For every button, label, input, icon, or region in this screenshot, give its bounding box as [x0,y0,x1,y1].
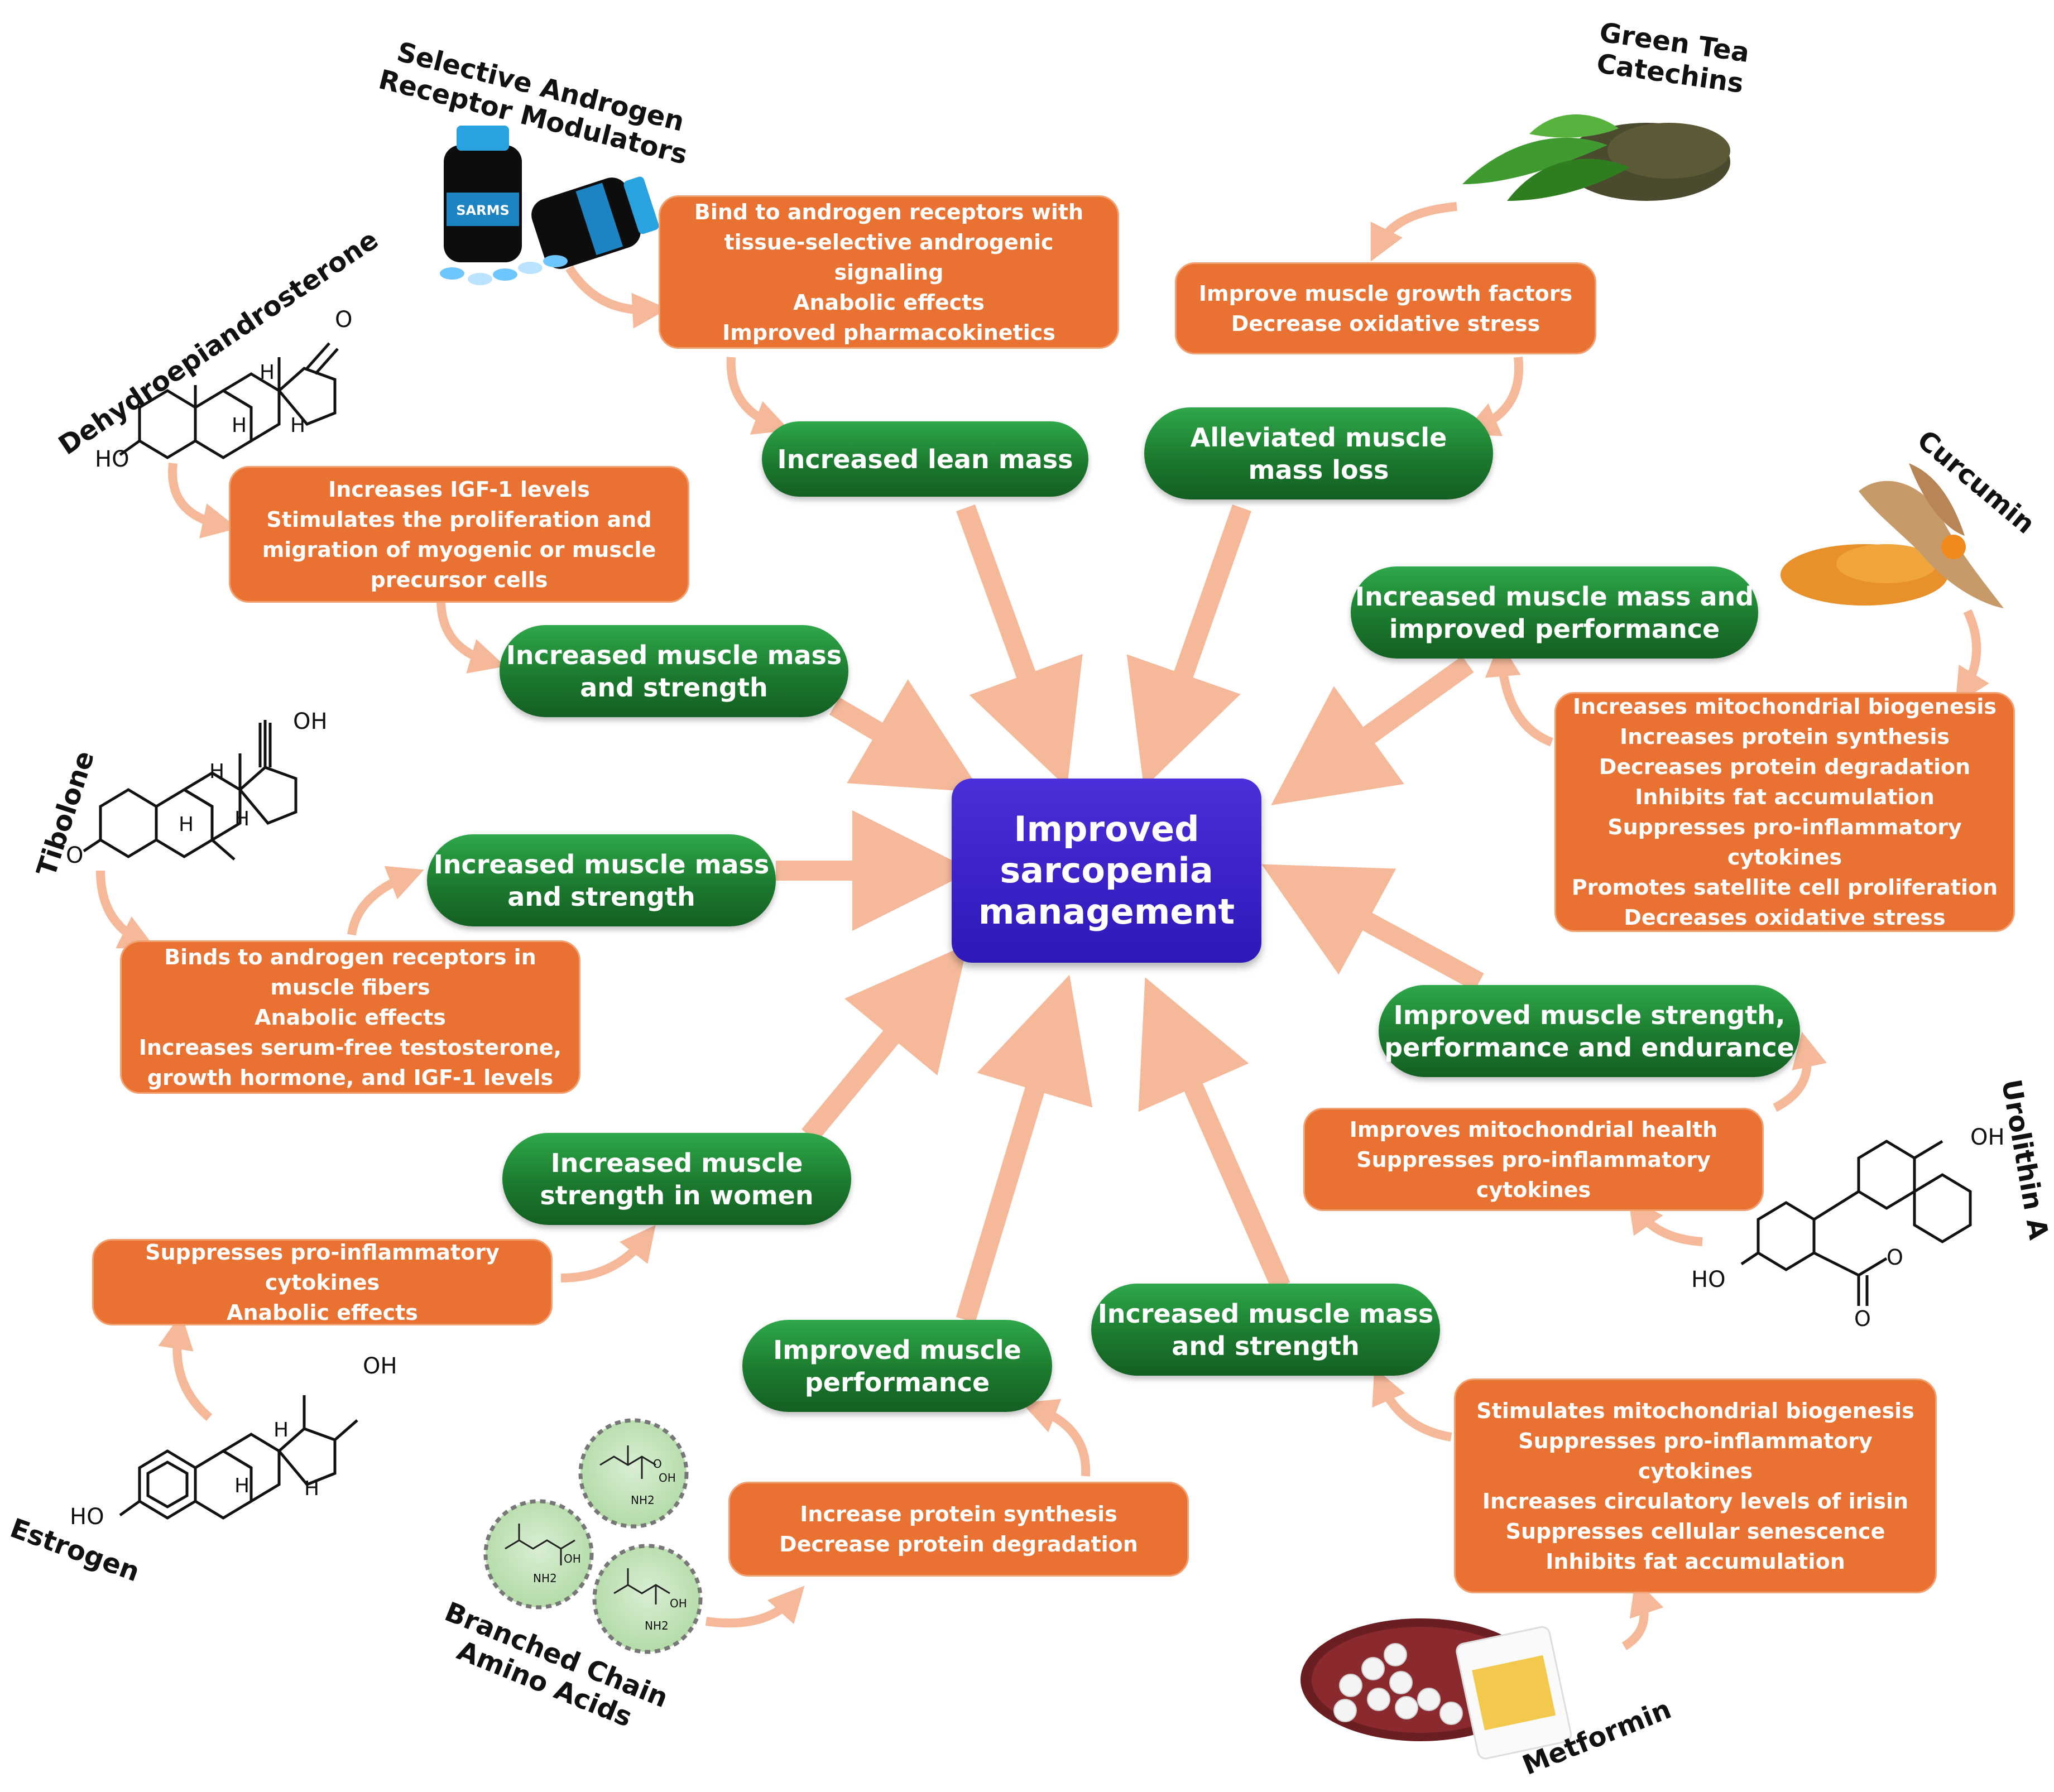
connector-arrows [96,202,1990,1650]
curcumin-image [1781,463,2004,608]
arrow-bcaa-outcome-small [1021,1399,1091,1477]
arrow-dhea-outcome-small [436,599,506,674]
arrow-metformin-mech [1621,1579,1664,1650]
chem-label: H [260,361,275,384]
chem-label: O [653,1457,662,1471]
arrow-sarms-outcome [726,357,790,435]
green-tea-image [1462,114,1730,201]
sarms-outcome-pill: Increased lean mass [762,421,1088,497]
chem-label: OH [363,1353,397,1379]
chem-label: NH2 [631,1493,655,1507]
arrow-metformin-outcome [1138,977,1290,1291]
chem-label: OH [670,1597,687,1610]
chem-label: H [234,1474,250,1497]
arrow-dhea-mech [168,463,238,539]
chem-label: NH2 [645,1619,669,1632]
chem-label: OH [564,1552,581,1565]
arrow-tea-mech [1370,202,1457,262]
arrow-tea-outcome [1462,357,1524,436]
arrow-bcaa-outcome [956,974,1093,1323]
arrow-estrogen-outcome-small [560,1224,656,1282]
arrow-bcaa-mech [705,1586,805,1628]
chem-label: H [179,813,194,836]
urolithin-outcome-pill: Improved muscle strength,performance and… [1379,985,1800,1077]
svg-text:SARMS: SARMS [456,203,510,218]
metformin-image [1300,1618,1572,1760]
chem-label: H [304,1477,320,1500]
tibolone-structure [83,720,297,861]
chem-label: H [234,808,250,830]
chem-label: H [232,414,247,437]
chem-label: O [66,843,84,868]
chem-label: O [335,307,353,333]
chem-label: OH [1970,1125,2005,1150]
arrow-curcumin-outcome [1271,656,1474,805]
chem-label: H [290,414,306,437]
arrow-lean-mass [956,504,1083,788]
arrow-curcumin-mech [1955,609,1990,705]
chem-label: HO [95,446,129,472]
chem-label: O [1887,1245,1903,1270]
arrow-sarms-mech [565,265,668,329]
chem-label: OH [293,709,328,734]
arrow-urolithin-mech [1628,1196,1703,1246]
chem-label: HO [1691,1267,1726,1293]
sarms-bottles-image: SARMS [440,126,659,285]
arrow-curcumin-outcome-small [1485,641,1553,747]
arrow-dhea-outcome [829,679,982,792]
chem-label: H [273,1419,289,1442]
arrow-tibolone-mech [96,870,156,949]
arrow-metformin-outcome-small [1372,1367,1452,1442]
urolithin-structure [1740,1140,1972,1306]
chem-label: H [209,760,225,783]
chem-label: O [1854,1306,1871,1331]
arrow-estrogen-outcome [802,944,968,1142]
chem-label: NH2 [533,1572,557,1585]
arrow-tibolone-outcome-small [347,866,424,936]
arrow-urolithin-outcome [1261,864,1484,991]
outcome-to-center-arrows [776,504,1484,1323]
chem-label: HO [70,1504,104,1530]
arrow-urolithin-outcome-small [1773,1031,1827,1112]
dhea-structure [119,342,339,459]
arrow-alleviated-loss [1126,505,1251,788]
bcaa-image [483,1418,703,1654]
arrow-estrogen-mech [158,1313,213,1421]
estrogen-structure [119,1395,358,1520]
chem-label: OH [659,1471,676,1484]
